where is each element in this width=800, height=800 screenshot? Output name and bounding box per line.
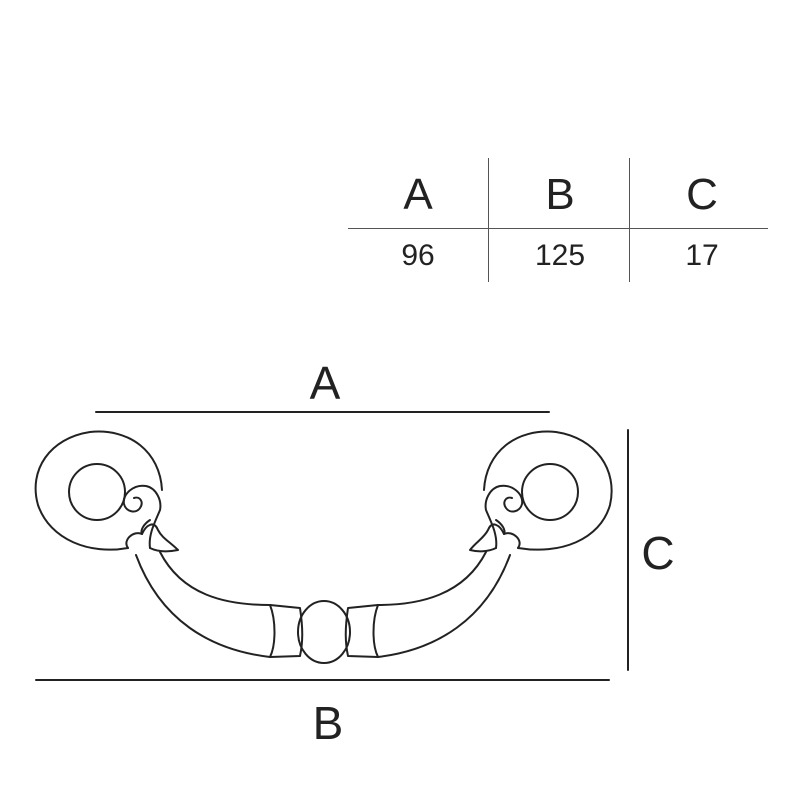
left-leaf-ornament <box>122 484 179 553</box>
left-rosette <box>34 430 163 551</box>
right-leaf-ornament <box>469 484 524 553</box>
right-rosette <box>483 430 613 551</box>
dimensions-table: A B C 96 125 17 <box>348 158 768 282</box>
dimension-label-a: A <box>309 357 341 409</box>
table-divider-horizontal <box>348 228 768 229</box>
table-divider-vertical-1 <box>488 158 489 282</box>
table-divider-vertical-2 <box>629 158 630 282</box>
table-value-c: 17 <box>685 239 719 272</box>
table-value-a: 96 <box>401 239 435 272</box>
table-header-a: A <box>403 170 433 219</box>
dimension-label-c: C <box>641 527 675 579</box>
dimension-label-b: B <box>312 697 344 749</box>
center-knob <box>297 600 351 664</box>
table-header-b: B <box>545 170 575 219</box>
table-header-c: C <box>686 170 718 219</box>
table-value-b: 125 <box>534 239 586 272</box>
handle-bail <box>135 551 511 658</box>
